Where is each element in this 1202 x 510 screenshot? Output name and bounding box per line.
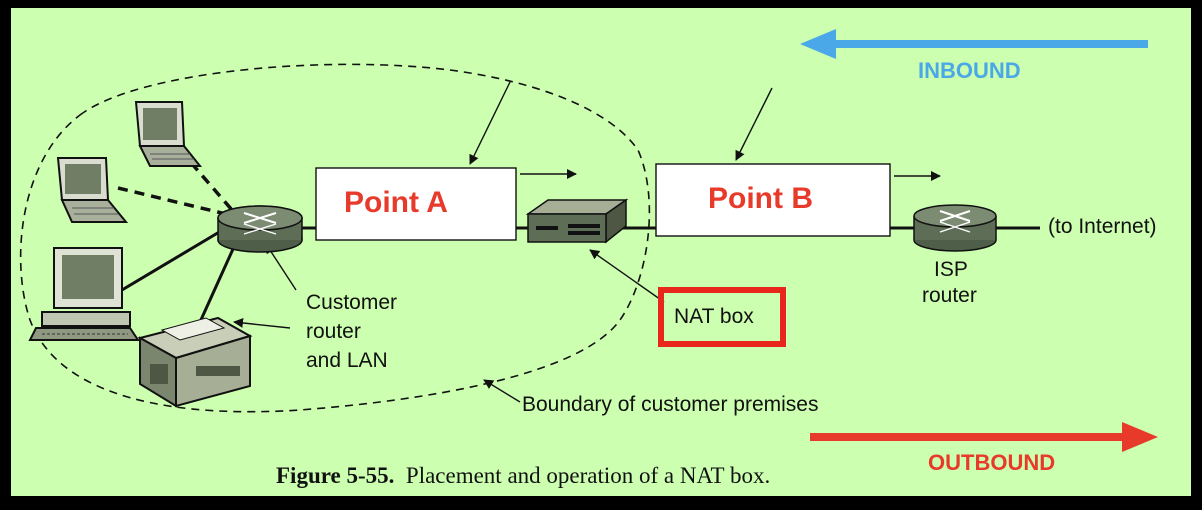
figure-caption-text: Placement and operation of a NAT box.	[405, 463, 771, 488]
customer-router-label-line2: router	[306, 320, 361, 343]
point-b-label: Point B	[708, 182, 813, 215]
customer-router-label-line1: Customer	[306, 291, 398, 314]
router-icon	[913, 204, 997, 252]
pointer-nat-box	[589, 249, 665, 303]
customer-router-label-line3: and LAN	[306, 349, 388, 372]
to-internet-label: (to Internet)	[1048, 215, 1157, 238]
outbound-label: OUTBOUND	[928, 450, 1056, 475]
customer-premises-boundary	[19, 63, 651, 413]
link-laptop2	[117, 186, 227, 216]
pointer-lan	[233, 317, 291, 329]
pointer-point-b	[735, 87, 773, 161]
isp-router-label-line1: ISP	[934, 258, 968, 281]
link-desktop	[121, 226, 227, 292]
inbound-label: INBOUND	[918, 58, 1021, 83]
nat-box-highlight	[658, 287, 786, 347]
figure-caption: Figure 5-55. Placement and operation of …	[276, 463, 770, 489]
boundary-label: Boundary of customer premises	[522, 393, 819, 416]
nat-device-icon	[525, 198, 629, 244]
pointer-point-a	[469, 81, 511, 165]
desktop-computer-icon	[28, 247, 140, 341]
point-b-box	[655, 163, 891, 237]
nat-box-label: NAT box	[674, 305, 754, 328]
printer-icon	[137, 316, 253, 408]
figure-number: Figure 5-55.	[276, 463, 395, 488]
laptop-icon	[134, 101, 203, 167]
router-icon	[217, 205, 303, 253]
point-a-label: Point A	[344, 186, 448, 219]
point-a-box	[315, 167, 517, 241]
outbound-arrow	[810, 422, 1158, 452]
inbound-arrow	[800, 29, 1148, 59]
pointer-boundary	[483, 379, 521, 403]
figure-panel	[11, 8, 1191, 496]
isp-router-label-line2: router	[922, 284, 977, 307]
link-laptop1	[178, 148, 234, 212]
laptop-icon	[56, 157, 129, 223]
link-printer	[198, 237, 240, 323]
